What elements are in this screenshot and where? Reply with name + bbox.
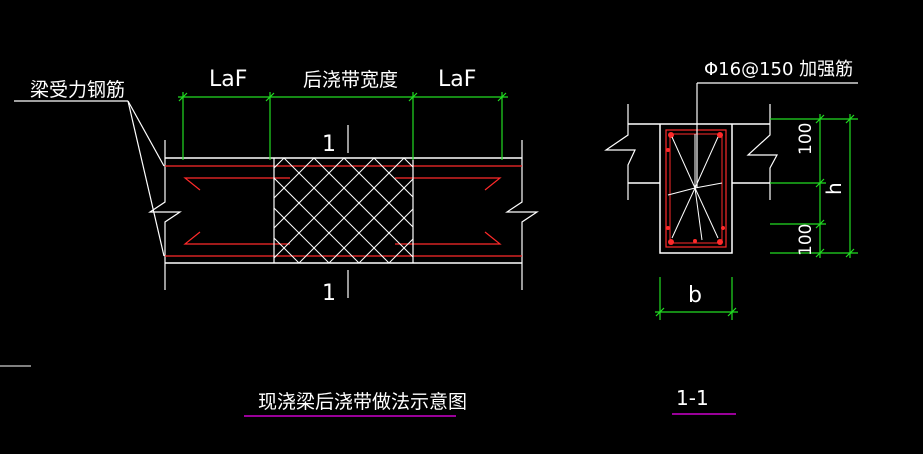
right-bottom-hook	[395, 231, 502, 245]
left-view-title: 现浇梁后浇带做法示意图	[258, 391, 467, 413]
stirrup-inner	[669, 133, 723, 244]
section-label-leader	[696, 82, 858, 188]
section-title: 1-1	[676, 386, 709, 410]
right-top-hook	[395, 177, 502, 191]
diagonal-bars	[667, 134, 723, 241]
right-break-line	[505, 140, 539, 290]
dim-laf-left: LaF	[209, 67, 247, 92]
section-mark-top: 1	[322, 132, 336, 157]
left-break-line	[148, 140, 182, 290]
dim-100-top: 100	[796, 123, 816, 155]
rebar-label: 梁受力钢筋	[30, 79, 125, 101]
section-right-break	[746, 104, 779, 200]
band-hatching	[274, 158, 413, 263]
stirrup	[665, 129, 727, 248]
dim-band-width: 后浇带宽度	[303, 69, 398, 91]
beam-elevation: 1 1 LaF 后浇带宽度 LaF 梁受力钢筋 现浇梁后浇带做法示意图	[0, 67, 539, 417]
dim-b: b	[688, 283, 702, 308]
top-dimension-line	[178, 92, 508, 160]
width-dimension	[655, 277, 738, 320]
dim-laf-right: LaF	[438, 67, 476, 92]
section-rebar-label: Φ16@150 加强筋	[704, 59, 853, 80]
dim-h: h	[822, 182, 846, 195]
rebar-dots	[666, 132, 725, 245]
section-left-break	[604, 104, 636, 200]
height-dimensions	[770, 114, 858, 258]
section-1-1: Φ16@150 加强筋 100 100 h b	[604, 59, 858, 415]
left-bottom-hook	[183, 231, 290, 245]
section-outline	[628, 123, 770, 254]
section-mark-bottom: 1	[322, 281, 336, 306]
dim-100-bottom: 100	[796, 224, 816, 256]
rebar-label-leader	[14, 100, 165, 257]
left-top-hook	[183, 177, 290, 191]
